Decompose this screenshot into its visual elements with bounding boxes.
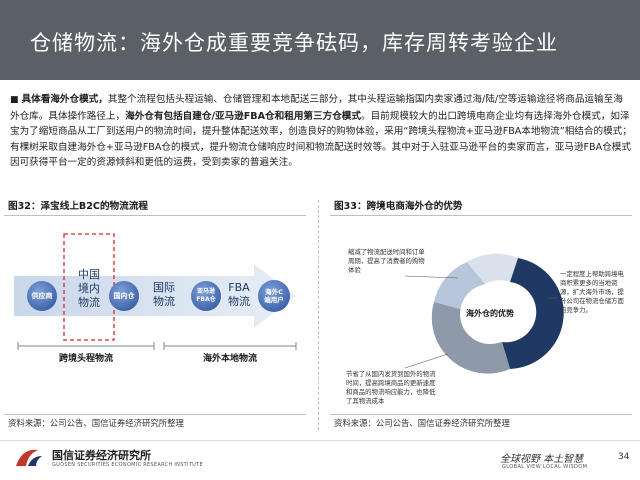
footer-company-english: GUOSEN SECURITIES ECONOMIC RESEARCH INST… [52,462,203,468]
ring-segment-top-light [467,253,518,284]
footer-company-name: 国信证券经济研究所 [52,449,151,462]
ring-segment-right-dark [502,258,564,369]
node-fba-logistics: FBA 物流 [228,281,250,308]
label-cross-border: 跨境头程物流 [58,354,113,364]
supplier-circle [27,281,57,311]
overseas-warehouse-advantages-diagram: 海外仓的优势 缩减了物流配送时间和订单周期，提高了消费者的购物体验 一定程度上帮… [330,218,632,412]
body-text-part-2: 。目前规模较大的出口跨境电商企业均有选择海外仓模式，如泽宝为了缩短商品从工厂到送… [10,110,632,169]
page-title: 仓储物流：海外仓成重要竞争砝码，库存周转考验企业 [30,31,558,55]
china-domestic-dashed-box [63,233,115,341]
node-china-domestic: 中国 境内 物流 [78,268,100,309]
footer-rule [0,440,640,441]
node-intl-logistics: 国际 物流 [153,281,175,308]
domestic-warehouse-circle [109,281,139,311]
bullet-square-icon: ■ [10,95,19,105]
note-right: 一定程度上帮助跨境电商积累更多的当地资源，扩大海外市场，提升公司在物流仓储方面的… [560,270,624,314]
title-bar: 仓储物流：海外仓成重要竞争砝码，库存周转考验企业 [0,0,640,80]
ring-center-white [460,284,520,344]
node-domestic-warehouse: 国内仓 [113,292,135,300]
ring-center-label: 海外仓的优势 [466,309,514,318]
figure-32-source: 资料来源：公司公告、国信证券经济研究所整理 [4,414,306,432]
node-supplier: 供应商 [31,292,53,300]
flow-band [14,264,296,328]
figure-33-source: 资料来源：公司公告、国信证券经济研究所整理 [330,414,632,432]
note-top-left: 缩减了物流配送时间和订单周期，提高了消费者的购物体验 [348,248,425,274]
figure-divider [318,200,319,430]
node-overseas-customer: 海外C 端用户 [264,288,284,304]
figure-33-title: 图33：跨境电商海外仓的优势 [330,199,632,216]
body-bold-lead: 具体看海外仓模式， [21,94,108,105]
figure-32-title: 图32：泽宝线上B2C的物流流程 [4,199,306,216]
node-amazon-fba: 亚马逊 FBA仓 [196,288,216,303]
page-number: 34 [618,452,630,462]
guosen-logo-icon [14,446,44,468]
leader-top-left [404,275,459,279]
note-bottom-left: 节省了从国内发货到国外的物流时间，提高跨境商品的更新速度和商品的物流响应能力，也… [346,370,436,405]
overseas-customer-circle [258,280,290,312]
body-text-part-1: 其整个流程包括头程运输、仓储管理和本地配送三部分，其中头程运输指国内卖家通过海/… [10,94,623,122]
logistics-flow-diagram: 供应商 中国 境内 物流 国内仓 国际 物流 亚马逊 FBA仓 FBA 物流 海… [4,218,306,412]
footer-slogan: 全球视野 本土智慧 [500,454,584,465]
ring-segment-top-left [434,262,485,310]
footer-slogan-english: GLOBAL VIEW LOCAL WISDOM [502,464,588,470]
leader-bottom-left [404,353,449,369]
ring-segment-left-gray [431,302,510,374]
amazon-fba-circle [191,281,221,311]
body-bold-highlight: 海外仓有包括自建仓/亚马逊FBA仓和租用第三方仓模式 [125,110,361,122]
label-local: 海外本地物流 [202,354,257,364]
body-paragraph: ■具体看海外仓模式，其整个流程包括头程运输、仓储管理和本地配送三部分，其中头程运… [10,92,632,171]
